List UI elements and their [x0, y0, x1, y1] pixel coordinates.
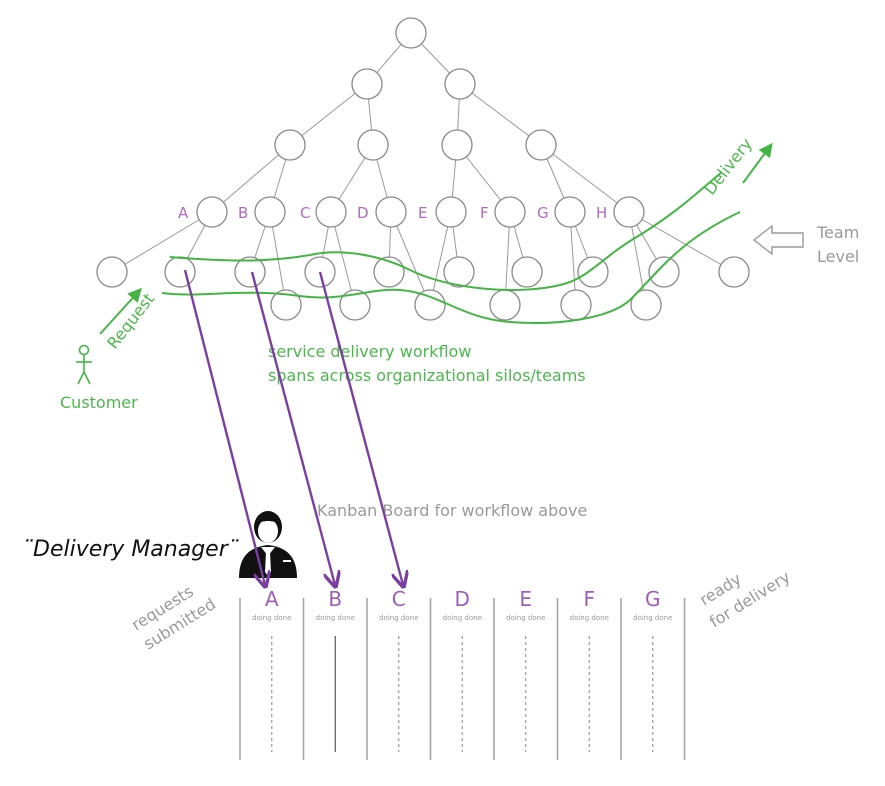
tree-node [395, 17, 427, 49]
team-letter-h: H [596, 204, 607, 222]
tree-edge [211, 144, 291, 213]
tree-node [443, 256, 475, 288]
tree-node [489, 289, 521, 321]
tree-node [270, 289, 302, 321]
delivery-arrow [742, 142, 773, 184]
tree-node [444, 68, 476, 100]
board-column-letter: D [455, 587, 470, 611]
board-column-letter: B [328, 587, 342, 611]
tree-node [234, 256, 266, 288]
team-letter-d: D [357, 204, 369, 222]
tree-edge [628, 211, 735, 273]
board-column-letter: F [583, 587, 595, 611]
tree-node [613, 196, 645, 228]
board-column-sublabel: doing done [443, 614, 482, 622]
team-level-label-line-1: Team [816, 223, 859, 242]
tree-node [525, 129, 557, 161]
board-column-letter: G [645, 587, 661, 611]
team-letters: A B C D E F G H [178, 204, 607, 222]
workflow-curve-upper [169, 171, 723, 291]
team-level-arrow-icon [752, 224, 804, 256]
tree-node [254, 196, 286, 228]
tree-node [577, 256, 609, 288]
team-level-label-line-2: Level [817, 247, 859, 266]
tree-edge [390, 211, 431, 306]
board-column-letter: A [265, 587, 279, 611]
board-column-sublabel: doing done [252, 614, 291, 622]
team-letter-c: C [300, 204, 310, 222]
board-column-sublabel: doing done [379, 614, 418, 622]
tree-node [339, 289, 371, 321]
board-column-letter: C [392, 587, 406, 611]
team-letter-a: A [178, 204, 189, 222]
tree-node [357, 129, 389, 161]
org-tree-edges [111, 32, 735, 306]
tree-node [375, 196, 407, 228]
tree-node [315, 196, 347, 228]
mapping-arrow-c [318, 271, 403, 585]
tree-edge [111, 211, 213, 273]
mapping-arrow-b [250, 271, 335, 585]
delivery-label: Delivery [700, 134, 756, 198]
org-tree-nodes [96, 17, 750, 321]
tree-edge [289, 83, 368, 146]
tree-node [164, 256, 196, 288]
request-arrow [99, 287, 142, 335]
board-column-sublabel: doing done [506, 614, 545, 622]
customer-label: Customer [60, 393, 138, 412]
team-letter-g: G [537, 204, 549, 222]
team-letter-e: E [418, 204, 427, 222]
tree-node [441, 129, 473, 161]
board-column-sublabel: doing done [316, 614, 355, 622]
team-letter-b: B [238, 204, 248, 222]
tree-node [648, 256, 680, 288]
tree-node [274, 129, 306, 161]
delivery-manager-label: ¨Delivery Manager¨ [22, 537, 239, 562]
tree-edge [459, 83, 542, 146]
mapping-arrow-a [183, 269, 265, 585]
tree-node [554, 196, 586, 228]
workflow-caption-line-2: spans across organizational silos/teams [268, 366, 586, 385]
tree-node [560, 289, 592, 321]
tree-edge [540, 144, 630, 213]
tree-node [351, 68, 383, 100]
board-column-sublabel: doing done [570, 614, 609, 622]
tree-node [718, 256, 750, 288]
tree-node [494, 196, 526, 228]
board-column-sublabel: doing done [633, 614, 672, 622]
workflow-caption-line-1: service delivery workflow [268, 342, 471, 361]
tree-edge [330, 211, 356, 306]
tree-node [630, 289, 662, 321]
board-column-letter: E [519, 587, 532, 611]
tree-node [196, 196, 228, 228]
tree-edge [628, 211, 647, 306]
tree-node [414, 289, 446, 321]
team-letter-f: F [480, 204, 489, 222]
tree-edge [429, 211, 452, 306]
workflow-curve-lower [161, 211, 741, 325]
tree-node [96, 256, 128, 288]
board-title: Kanban Board for workflow above [317, 501, 587, 520]
tree-node [435, 196, 467, 228]
tree-node [511, 256, 543, 288]
customer-stick-figure-icon [76, 344, 92, 385]
